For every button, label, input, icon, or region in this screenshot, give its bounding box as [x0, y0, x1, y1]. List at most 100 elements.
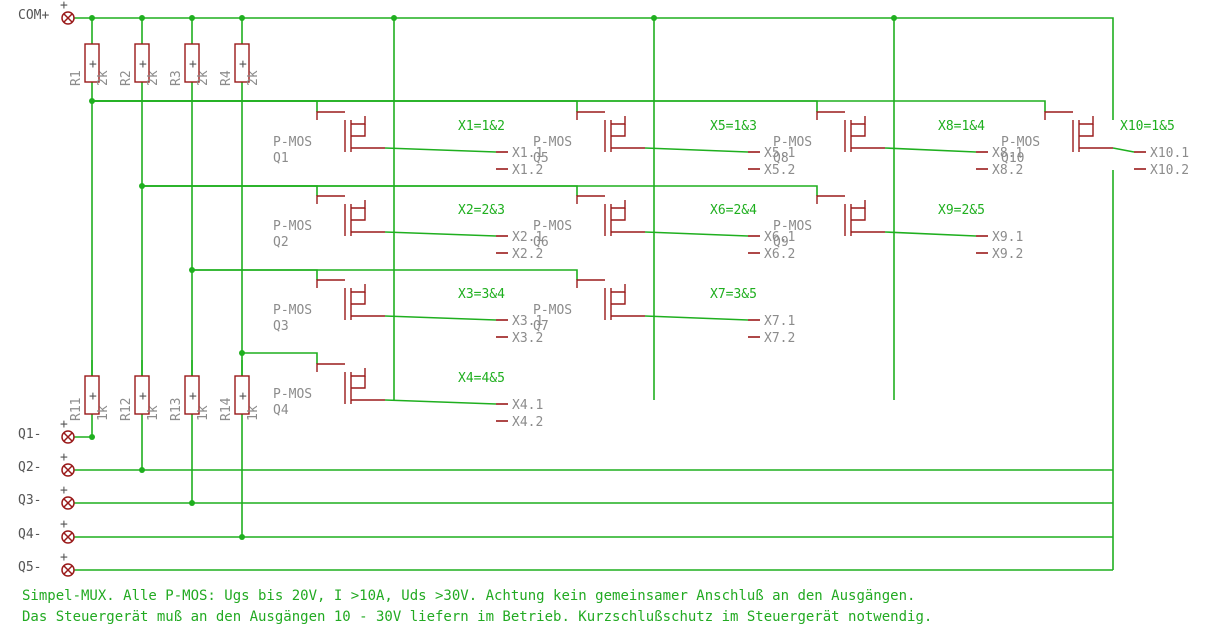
output-pin-2-label: X10.2 [1150, 163, 1189, 178]
terminal-q4-icon [61, 530, 75, 544]
source-lead [351, 116, 366, 125]
body-diode [611, 208, 626, 221]
resistor-body [234, 375, 250, 415]
output-pin-2-label: X7.2 [764, 331, 795, 346]
mosfet-q9-icon [816, 195, 885, 236]
mosfet-type-label: P-MOS [773, 219, 812, 234]
source-lead [611, 116, 626, 125]
mosfet-type-label: P-MOS [533, 135, 572, 150]
source-lead [611, 200, 626, 209]
body-diode [611, 292, 626, 305]
gate-lead [1044, 111, 1073, 120]
body-diode [1079, 124, 1094, 137]
gate-feed [142, 185, 318, 196]
resistor-value: 1k [146, 405, 161, 421]
terminal-q2-icon [61, 463, 75, 477]
gate-lead [576, 279, 605, 288]
note-line-2: Das Steuergerät muß an den Ausgängen 10 … [22, 609, 932, 625]
mosfet-type-label: P-MOS [273, 135, 312, 150]
resistor-value: 2k [146, 70, 161, 86]
output-pin-1-label: X6.1 [764, 230, 795, 245]
drain-to-output [384, 147, 497, 153]
drain-to-output [884, 147, 977, 153]
mosfet-q4-icon [316, 363, 385, 404]
mosfet-name-label: Q3 [273, 319, 289, 334]
gate-feed [92, 100, 818, 112]
output-pin-2-label: X6.2 [764, 247, 795, 262]
drain-to-output [644, 315, 749, 321]
output-title: X4=4&5 [458, 371, 505, 386]
resistor-body [134, 43, 150, 83]
terminal-q5-plus: + [60, 550, 68, 565]
mosfet-type-label: P-MOS [773, 135, 812, 150]
wires [74, 15, 1135, 571]
gate-feed [142, 185, 818, 196]
output-title: X10=1&5 [1120, 119, 1175, 134]
mosfet-name-label: Q9 [773, 235, 789, 250]
drain-to-output [384, 231, 497, 237]
mosfet-name-label: Q2 [273, 235, 289, 250]
gate-feed [92, 100, 1046, 112]
resistor-value: 1k [96, 405, 111, 421]
terminal-cross [63, 432, 73, 442]
resistor-plus: + [139, 57, 147, 72]
resistor-value: 1k [196, 405, 211, 421]
output-pin-2-label: X3.2 [512, 331, 543, 346]
drain-to-output [384, 399, 497, 405]
mosfet-q2-icon [316, 195, 385, 236]
mosfet-name-label: Q7 [533, 319, 549, 334]
resistor-plus: + [189, 57, 197, 72]
output-pin-1-label: X1.1 [512, 146, 543, 161]
body-diode [351, 292, 366, 305]
gate-lead [316, 363, 345, 372]
terminal-q4-label: Q4- [18, 527, 41, 542]
body-diode [351, 376, 366, 389]
resistor-plus: + [89, 57, 97, 72]
mosfet-type-label: P-MOS [533, 303, 572, 318]
terminal-com-label: COM+ [18, 8, 49, 23]
terminal-q4-plus: + [60, 517, 68, 532]
gate-feed [92, 100, 318, 112]
drain-to-output [884, 231, 977, 237]
resistor-body [134, 375, 150, 415]
source-lead [851, 116, 866, 125]
terminal-q3-label: Q3- [18, 493, 41, 508]
resistor-name: R11 [69, 398, 84, 421]
mosfet-name-label: Q8 [773, 151, 789, 166]
resistor-name: R14 [219, 397, 234, 421]
mosfet-q7-icon [576, 279, 645, 320]
output-pin-2-label: X5.2 [764, 163, 795, 178]
output-pin-2-label: X2.2 [512, 247, 543, 262]
mosfet-q10-icon [1044, 111, 1113, 152]
output-pin-2-label: X8.2 [992, 163, 1023, 178]
gate-lead [316, 111, 345, 120]
gate-lead [576, 195, 605, 204]
resistor-body [84, 43, 100, 83]
mosfet-name-label: Q1 [273, 151, 289, 166]
output-pin-1-label: X9.1 [992, 230, 1023, 245]
drain-to-output [384, 315, 497, 321]
gate-feed [192, 269, 578, 280]
output-title: X5=1&3 [710, 119, 757, 134]
terminal-q2-label: Q2- [18, 460, 41, 475]
output-title: X9=2&5 [938, 203, 985, 218]
terminal-q1-label: Q1- [18, 427, 41, 442]
mosfet-q3-icon [316, 279, 385, 320]
gate-lead [816, 111, 845, 120]
terminal-ring [61, 463, 75, 477]
gate-feed [142, 185, 578, 196]
source-lead [351, 368, 366, 377]
terminal-q1-plus: + [60, 417, 68, 432]
output-pin-1-label: X5.1 [764, 146, 795, 161]
mosfet-type-label: P-MOS [533, 219, 572, 234]
mosfet-q1-icon [316, 111, 385, 152]
terminal-q3-icon [61, 496, 75, 510]
note-line-1: Simpel-MUX. Alle P-MOS: Ugs bis 20V, I >… [22, 588, 915, 604]
drain-to-output [644, 231, 749, 237]
mosfet-name-label: Q4 [273, 403, 289, 418]
terminal-ring [61, 430, 75, 444]
output-pin-2-label: X4.2 [512, 415, 543, 430]
drain-to-output [1112, 147, 1135, 153]
gate-lead [316, 279, 345, 288]
